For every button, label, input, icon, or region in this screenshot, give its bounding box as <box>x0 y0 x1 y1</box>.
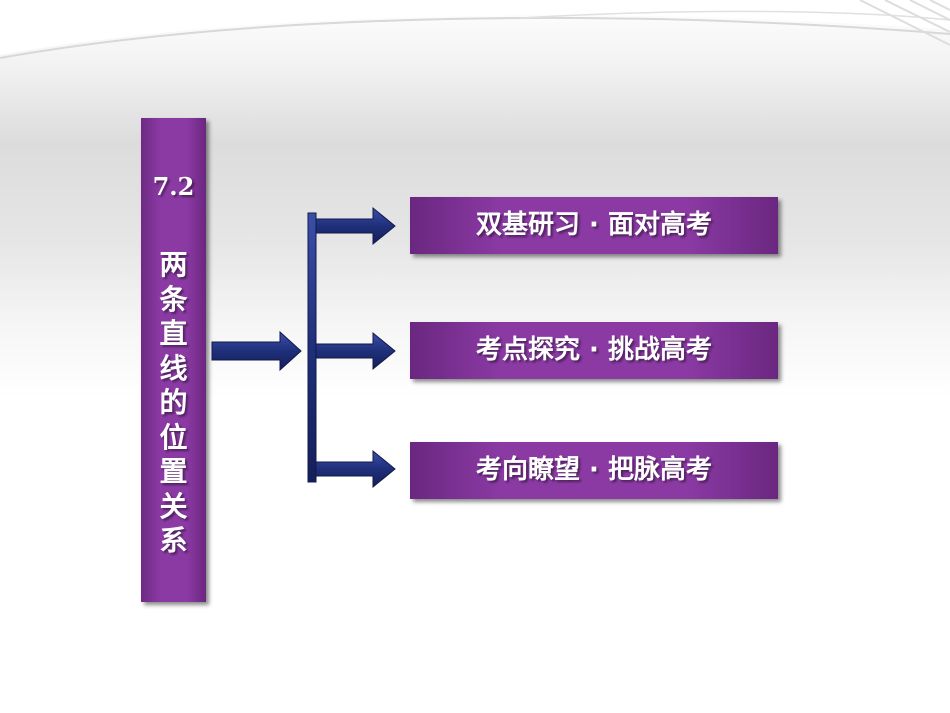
menu-item-label: 考向瞭望 · 把脉高考 <box>476 455 712 485</box>
background-swoosh-decoration <box>0 0 950 59</box>
section-number: 7.2 <box>152 172 195 201</box>
branch-arrow-1 <box>315 206 396 246</box>
branch-arrow-3 <box>315 449 396 489</box>
menu-item-exam-outlook[interactable]: 考向瞭望 · 把脉高考 <box>410 442 778 499</box>
bracket-vertical-bar <box>307 212 317 483</box>
branch-arrow-2 <box>315 331 396 371</box>
menu-item-key-points[interactable]: 考点探究 · 挑战高考 <box>410 322 778 379</box>
menu-item-label: 考点探究 · 挑战高考 <box>476 335 712 365</box>
main-arrow <box>211 330 302 372</box>
section-title: 两 条 直 线 的 位 置 关 系 <box>159 248 188 557</box>
menu-item-label: 双基研习 · 面对高考 <box>476 210 712 240</box>
section-title-box: 7.2 两 条 直 线 的 位 置 关 系 <box>141 118 206 602</box>
menu-item-basic-review[interactable]: 双基研习 · 面对高考 <box>410 197 778 254</box>
